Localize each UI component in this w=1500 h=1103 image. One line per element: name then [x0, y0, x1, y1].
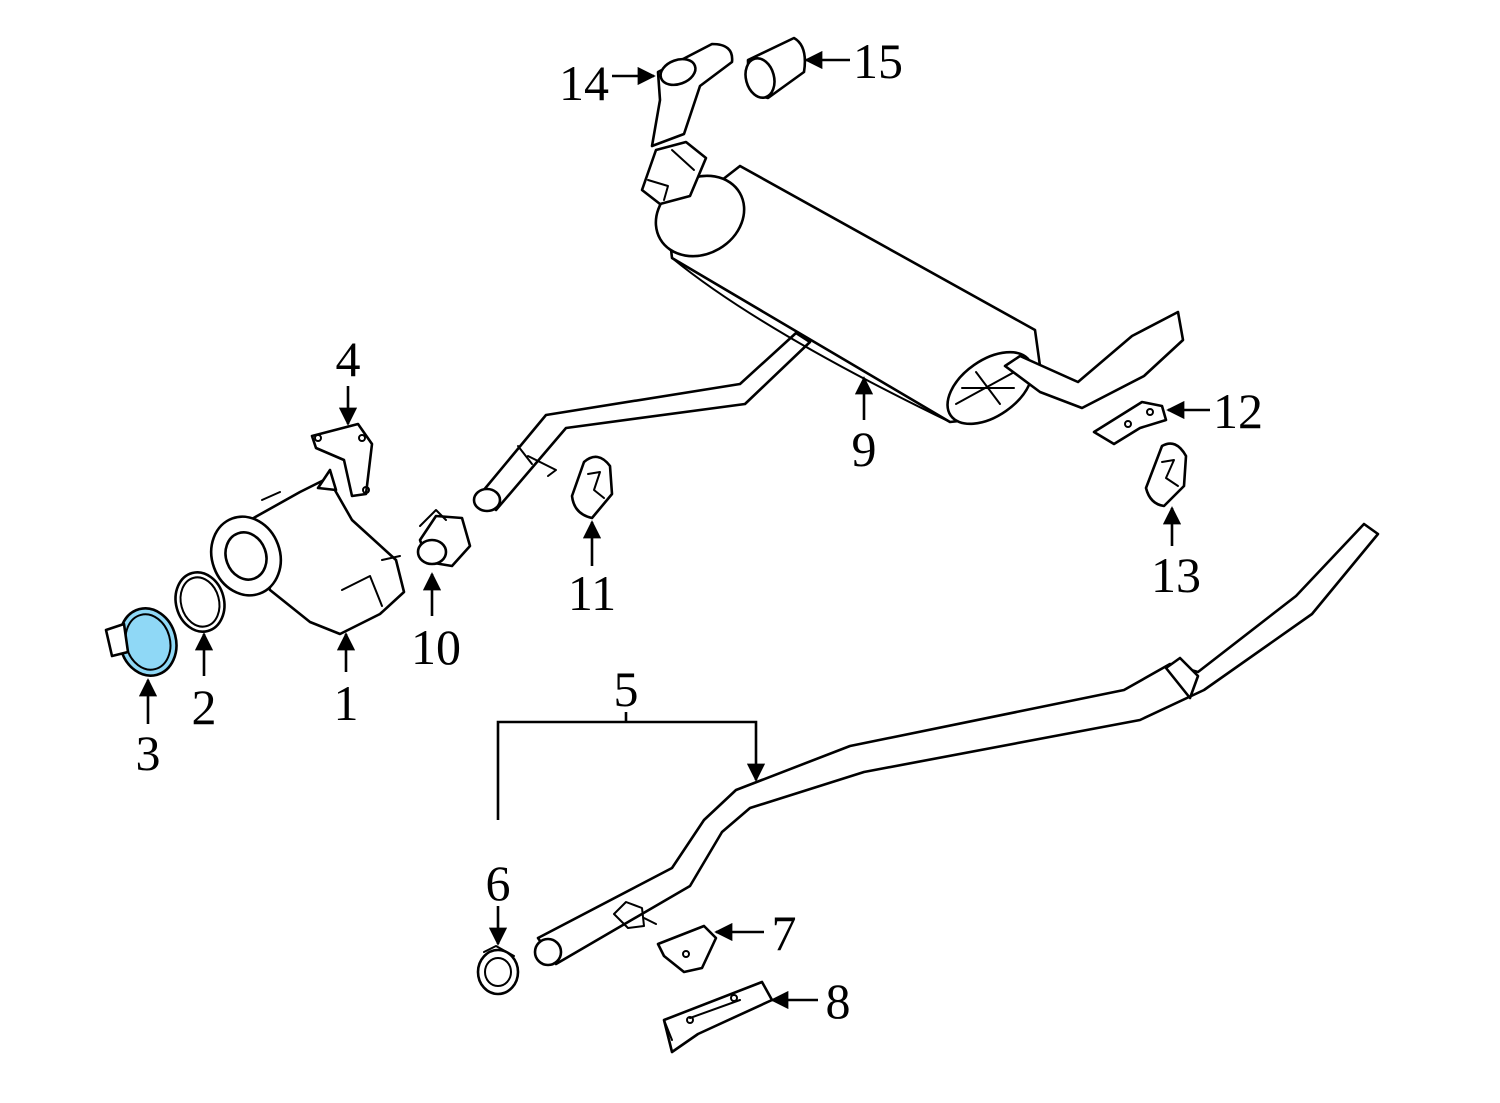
callout-10: 10	[411, 619, 461, 675]
part-8-heat-shield[interactable]	[662, 980, 774, 1054]
callout-4: 4	[336, 331, 361, 387]
callout-8: 8	[826, 973, 851, 1029]
callout-13: 13	[1151, 547, 1201, 603]
callout-1: 1	[334, 675, 359, 731]
callout-14: 14	[559, 55, 609, 111]
part-9-rear-muffler[interactable]	[472, 140, 1185, 513]
callout-15: 15	[853, 33, 903, 89]
part-12-bracket[interactable]	[1092, 400, 1168, 446]
part-15-exhaust-tip[interactable]	[741, 36, 807, 101]
callout-5: 5	[614, 661, 639, 717]
part-2-gasket[interactable]	[169, 567, 231, 637]
part-5-front-pipe[interactable]	[533, 522, 1380, 967]
part-10-clamp[interactable]	[416, 509, 472, 568]
part-14-tail-pipe[interactable]	[650, 42, 734, 148]
callout-11: 11	[568, 565, 616, 621]
part-3-clamp-highlighted[interactable]	[104, 602, 184, 682]
leader-lines	[138, 50, 1210, 1010]
callout-labels: 1 2 3 4 5 6 7 8 9 10 11 12 13 14 15	[136, 33, 1264, 1029]
part-13-hanger[interactable]	[1144, 442, 1188, 508]
part-6-clamp[interactable]	[476, 945, 520, 996]
callout-2: 2	[192, 679, 217, 735]
callout-7: 7	[772, 905, 797, 961]
callout-6: 6	[486, 855, 511, 911]
callout-12: 12	[1213, 383, 1263, 439]
part-11-hanger[interactable]	[570, 455, 614, 520]
callout-3: 3	[136, 725, 161, 781]
part-1-catalytic-converter[interactable]	[200, 468, 406, 636]
part-7-bracket[interactable]	[656, 924, 718, 974]
callout-9: 9	[852, 421, 877, 477]
part-4-bracket[interactable]	[310, 422, 374, 498]
leader-5	[496, 720, 766, 820]
